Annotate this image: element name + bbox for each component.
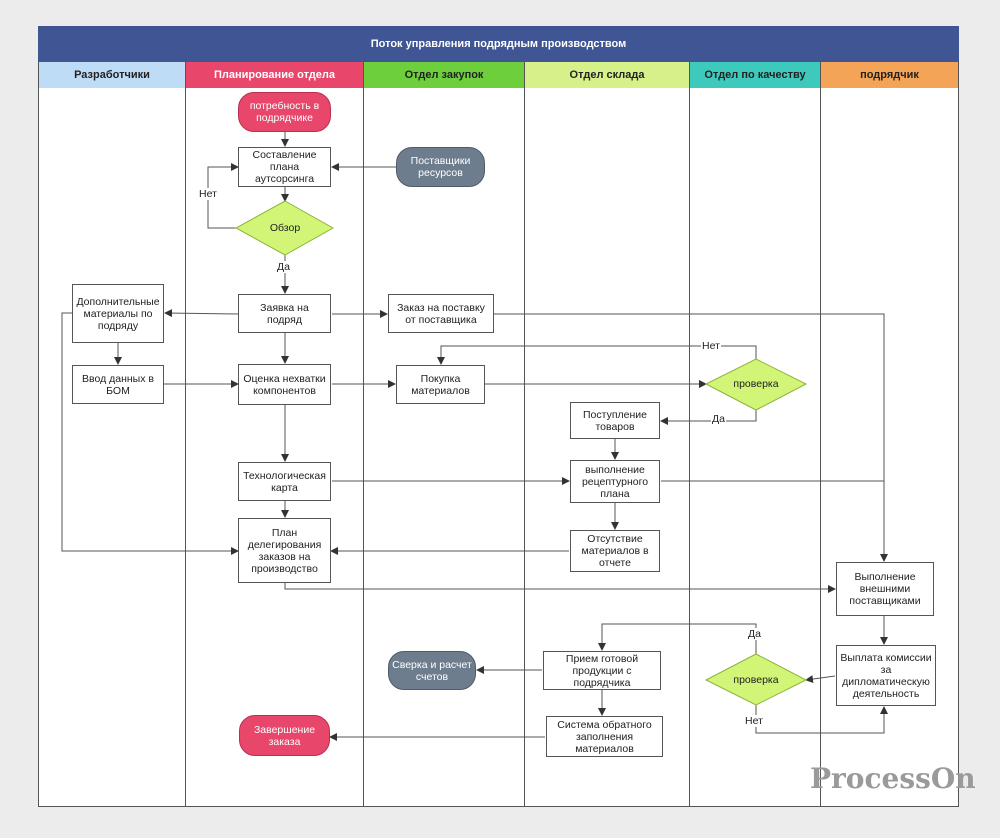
node-reconcile: Сверка и расчет счетов xyxy=(388,651,476,690)
edge-label-review-no: Нет xyxy=(198,188,218,200)
edge-label-check1-no: Нет xyxy=(701,340,721,352)
check2-decision-shape xyxy=(704,653,808,706)
node-buy: Покупка материалов xyxy=(396,365,485,404)
node-extra-materials: Дополнительные материалы по подряду xyxy=(72,284,164,343)
node-request: Заявка на подряд xyxy=(238,294,331,333)
node-bom: Ввод данных в БОМ xyxy=(72,365,164,404)
node-check2: проверка xyxy=(733,674,779,686)
edge-label-check2-yes: Да xyxy=(747,628,762,640)
check1-decision-shape xyxy=(704,358,808,411)
node-accept: Прием готовой продукции с подрядчика xyxy=(543,651,661,690)
node-techcard: Технологическая карта xyxy=(238,462,331,501)
processon-watermark: ProcessOn xyxy=(810,762,976,795)
lane-header-purchasing: Отдел закупок xyxy=(364,62,525,88)
node-backflush: Система обратного заполнения материалов xyxy=(546,716,663,757)
lane-header-contractor: подрядчик xyxy=(821,62,959,88)
node-suppliers: Поставщики ресурсов xyxy=(396,147,485,187)
node-receipt: Поступление товаров xyxy=(570,402,660,439)
node-recipe: выполнение рецептурного плана xyxy=(570,460,660,503)
lane-header-developers: Разработчики xyxy=(38,62,186,88)
node-delegate: План делегирования заказов на производст… xyxy=(238,518,331,583)
node-check1: проверка xyxy=(733,378,779,390)
node-absent: Отсутствие материалов в отчете xyxy=(570,530,660,572)
lane-developers xyxy=(38,88,186,807)
node-order: Заказ на поставку от поставщика xyxy=(388,294,494,333)
node-plan: Составление плана аутсорсинга xyxy=(238,147,331,187)
node-estimate: Оценка нехватки компонентов xyxy=(238,364,331,405)
lane-header-planning: Планирование отдела xyxy=(186,62,364,88)
edge-label-check2-no: Нет xyxy=(744,715,764,727)
lane-header-quality: Отдел по качеству xyxy=(690,62,821,88)
node-need: потребность в подрядчике xyxy=(238,92,331,132)
edge-label-review-yes: Да xyxy=(276,261,291,273)
node-review: Обзор xyxy=(269,222,301,234)
node-commission: Выплата комиссии за дипломатическую деят… xyxy=(836,645,936,706)
lane-header-warehouse: Отдел склада xyxy=(525,62,690,88)
node-finish: Завершение заказа xyxy=(239,715,330,756)
edge-label-check1-yes: Да xyxy=(711,413,726,425)
review-decision-shape xyxy=(234,200,335,256)
node-external: Выполнение внешними поставщиками xyxy=(836,562,934,616)
diagram-title: Поток управления подрядным производством xyxy=(38,26,959,62)
